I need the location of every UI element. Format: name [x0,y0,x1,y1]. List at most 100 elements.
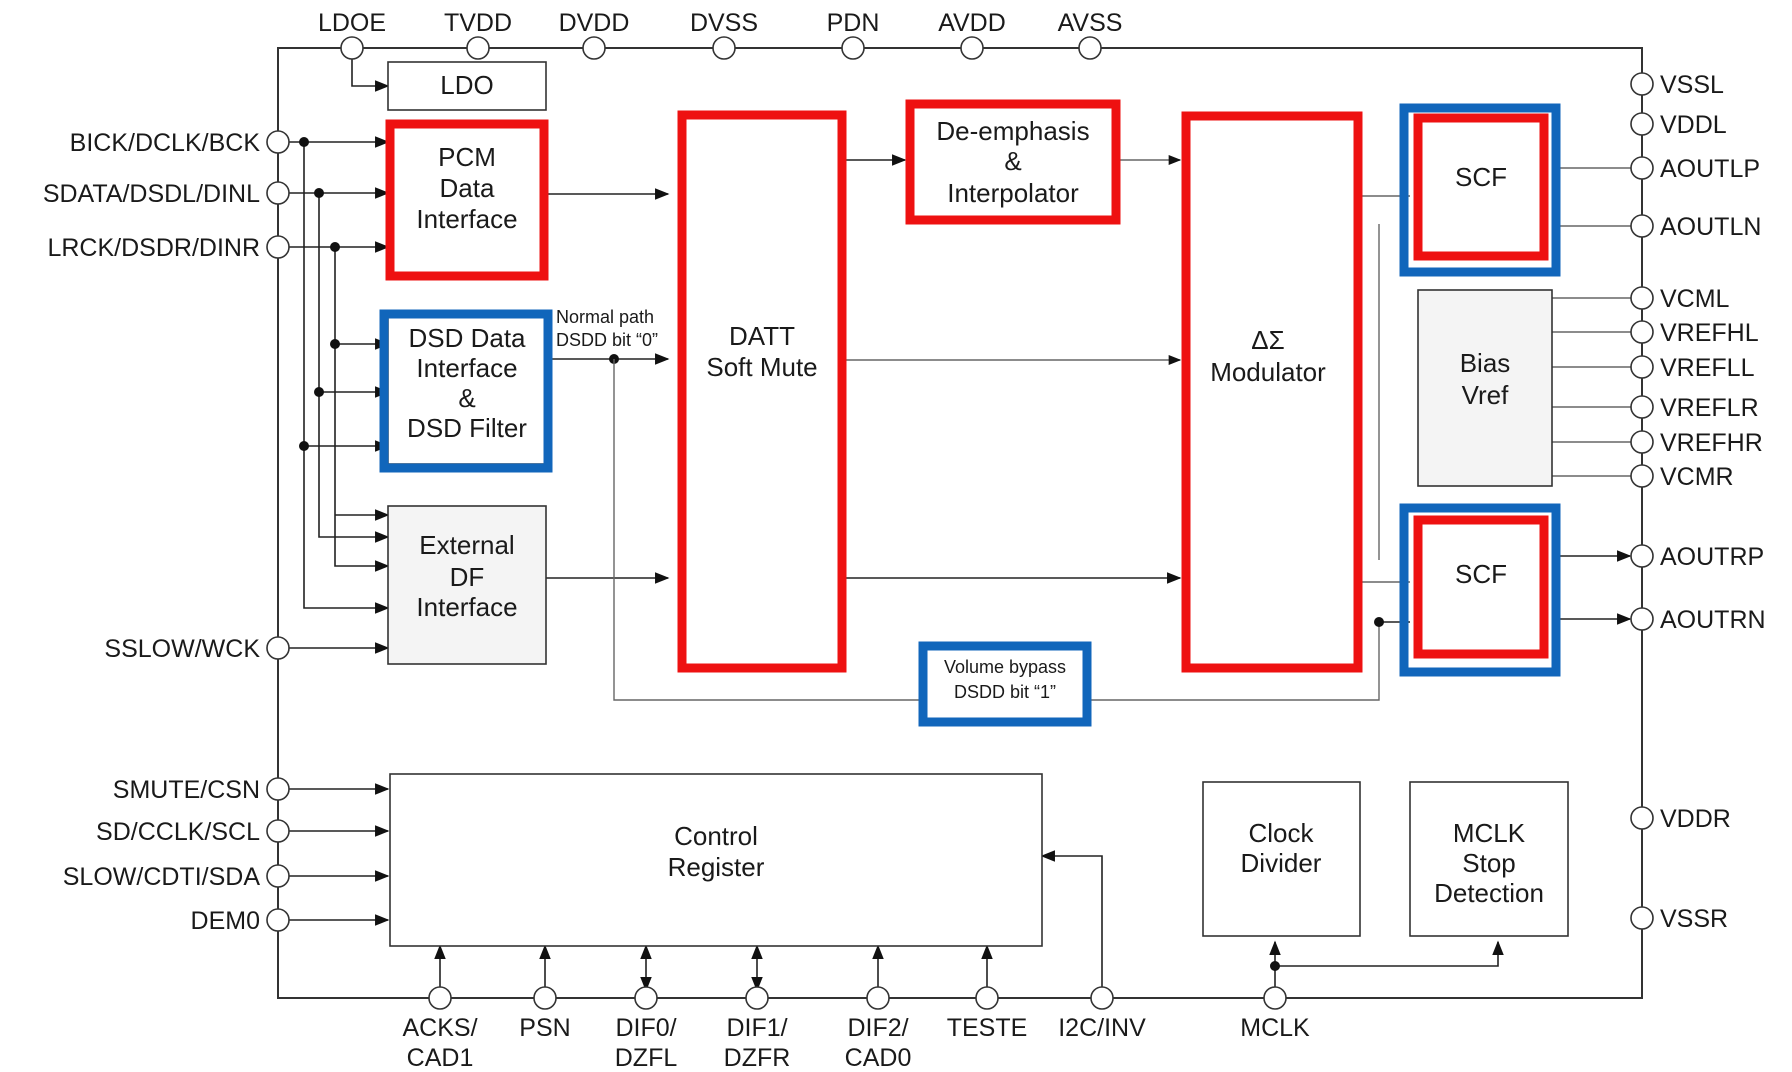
modulator-label-1: ΔΣ [1251,325,1284,355]
pin-label-bick-dclk-bck: BICK/DCLK/BCK [70,129,261,157]
volume-bypass-box [922,645,1088,723]
ldo-label: LDO [440,70,493,100]
control-register-block [389,773,1043,947]
pin-label-aoutlp: AOUTLP [1660,155,1760,183]
pcm-highlight [385,119,549,281]
pin-aoutrn [1630,607,1654,631]
deemphasis-block [909,103,1117,221]
scf-right-red-highlight [1413,515,1549,659]
normal-path-note-2: DSDD bit “0” [556,330,658,350]
ldo-block [387,61,547,111]
pin-sslow-wck [266,636,290,660]
pin-label-dif2-line1: DIF2/ [847,1014,908,1042]
pin-label-i2c-inv-line1: I2C/INV [1058,1014,1146,1042]
pin-vssr [1630,906,1654,930]
pin-dif0-dzfl [634,986,658,1010]
pin-label-vrefll: VREFLL [1660,354,1755,382]
pin-aoutlp [1630,156,1654,180]
volume-bypass-highlight [918,641,1092,727]
pin-sd-cclk-scl [266,819,290,843]
pin-dem0 [266,908,290,932]
pin-label-sd-cclk-scl: SD/CCLK/SCL [96,818,260,846]
pin-label-ldoe: LDOE [318,9,386,37]
pin-label-dem0: DEM0 [191,907,260,935]
scf-right-label: SCF [1455,559,1507,589]
clock-divider-block [1202,781,1361,937]
scf-left-red-highlight [1413,113,1549,261]
pin-label-vrefhr: VREFHR [1660,429,1763,457]
pin-label-pdn: PDN [827,9,880,37]
pin-avss [1078,36,1102,60]
pin-dif1-dzfr [745,986,769,1010]
pin-label-vrefhl: VREFHL [1660,319,1759,347]
pin-label-dif1-line1: DIF1/ [726,1014,787,1042]
pin-vrefhl [1630,320,1654,344]
pin-dvss [712,36,736,60]
clock-label-1: Clock [1248,818,1314,848]
datt-block [679,112,845,669]
deemph-label-1: De-emphasis [936,116,1089,146]
mclk-stop-label-3: Detection [1434,878,1544,908]
pin-vddl [1630,112,1654,136]
dsd-interface-block [387,315,547,465]
pcm-label-3: Interface [416,204,517,234]
pin-vcml [1630,286,1654,310]
pin-i2c-inv [1090,986,1114,1010]
pin-label-avss: AVSS [1058,9,1123,37]
pin-label-vssr: VSSR [1660,905,1728,933]
clock-label-2: Divider [1241,848,1322,878]
pin-label-sslow-wck: SSLOW/WCK [104,635,260,663]
pin-label-dif0-line1: DIF0/ [615,1014,676,1042]
pin-smute-csn [266,777,290,801]
pin-dif2-cad0 [866,986,890,1010]
pin-lrck-dsdr-dinr [266,235,290,259]
pin-label-vssl: VSSL [1660,71,1724,99]
mclk-stop-label-2: Stop [1462,848,1516,878]
pin-label-smute-csn: SMUTE/CSN [113,776,260,804]
pin-avdd [960,36,984,60]
pin-label-vddl: VDDL [1660,111,1727,139]
pin-vssl [1630,72,1654,96]
pin-aoutln [1630,214,1654,238]
mclk-stop-block [1409,781,1569,937]
deemph-label-2: & [1004,146,1021,176]
modulator-label-2: Modulator [1210,357,1326,387]
pin-label-mclk-line1: MCLK [1240,1014,1310,1042]
dsd-label-3: & [458,383,475,413]
pin-aoutrp [1630,544,1654,568]
pin-sdata-dsdl-dinl [266,181,290,205]
ext-label-2: DF [450,562,485,592]
ext-label-3: Interface [416,592,517,622]
pin-label-lrck-dsdr-dinr: LRCK/DSDR/DINR [47,234,260,262]
datt-label-1: DATT [729,321,795,351]
chip-outline [277,47,1643,999]
volume-bypass-note-2: DSDD bit “1” [954,682,1056,702]
external-df-block [387,505,547,665]
ext-label-1: External [419,530,514,560]
modulator-block [1183,115,1359,669]
scf-left-block [1415,115,1547,257]
pin-label-vcml: VCML [1660,285,1730,313]
pin-tvdd [466,36,490,60]
pin-label-teste-line1: TESTE [947,1014,1028,1042]
pin-label-dzfl-line2: DZFL [615,1044,678,1072]
pin-label-vreflr: VREFLR [1660,394,1759,422]
control-label-1: Control [674,821,758,851]
volume-bypass-note-1: Volume bypass [944,657,1066,677]
mclk-stop-label-1: MCLK [1453,818,1526,848]
pin-acks-cad1 [428,986,452,1010]
deemphasis-highlight [905,99,1121,225]
deemph-label-3: Interpolator [947,178,1079,208]
bias-label-1: Bias [1460,348,1511,378]
scf-left-blue-highlight [1399,103,1561,277]
pin-label-tvdd: TVDD [444,9,512,37]
dsd-label-1: DSD Data [408,323,526,353]
pin-teste [975,986,999,1010]
pin-label-dvdd: DVDD [559,9,630,37]
pin-pdn [841,36,865,60]
pin-slow-cdti-sda [266,864,290,888]
pin-bick-dclk-bck [266,130,290,154]
pin-label-slow-cdti-sda: SLOW/CDTI/SDA [63,863,261,891]
pin-dvdd [582,36,606,60]
